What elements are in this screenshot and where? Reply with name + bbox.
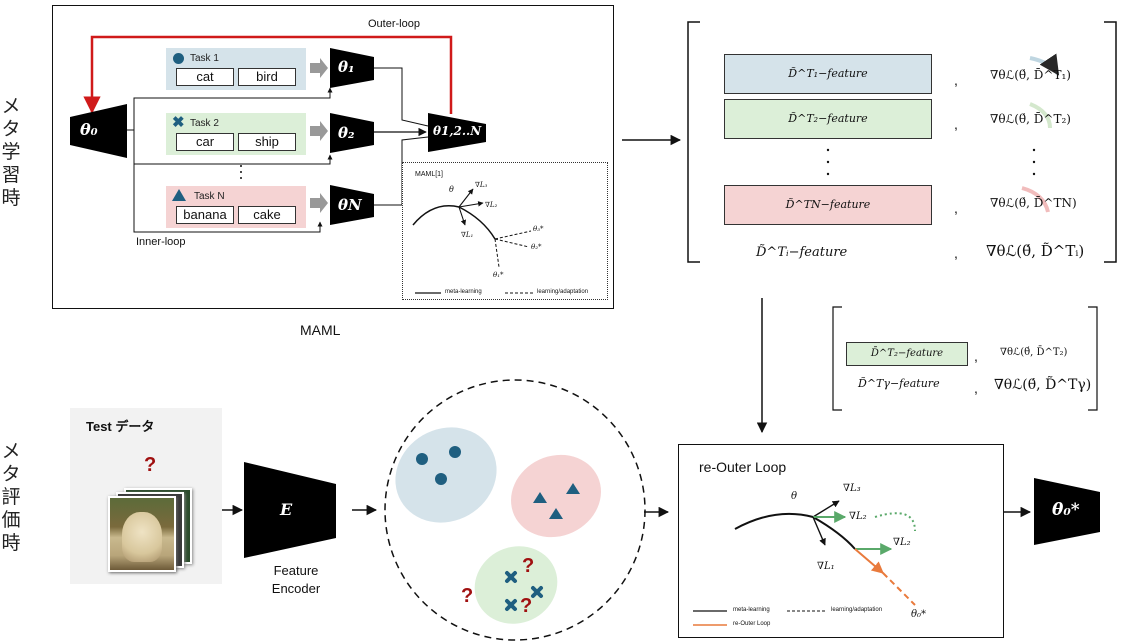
inset-plot bbox=[412, 188, 533, 294]
feature-row-general: D̃^Tᵢ−feature bbox=[756, 245, 848, 260]
re-outer-title: re-Outer Loop bbox=[699, 459, 787, 475]
feature-bracket-left bbox=[687, 21, 700, 263]
inset-title: MAML[1] bbox=[415, 171, 444, 178]
re-outer-target: θ₀* bbox=[911, 609, 927, 620]
maml-caption: MAML bbox=[300, 322, 341, 338]
task-n-chip-banana: banana bbox=[176, 206, 234, 224]
theta0-block bbox=[70, 104, 127, 158]
cluster-blue bbox=[395, 427, 497, 523]
re-outer-loop-panel: re-Outer Loop θ ∇L₃ ∇L₂ ∇L₁ ∇L₂ θ₀* meta… bbox=[678, 444, 1004, 638]
selected-bracket-left bbox=[832, 306, 842, 411]
selected-grad-1: ∇θℒ(θ́, D̄^T₂) bbox=[1000, 347, 1068, 358]
task-1-chip-cat: cat bbox=[176, 68, 234, 86]
feature-row-n: D̃^TN−feature bbox=[724, 185, 932, 225]
comma-1: , bbox=[954, 72, 958, 88]
comma-general: , bbox=[954, 245, 958, 261]
selected-feature-1: D̄^T₂−feature bbox=[846, 342, 968, 366]
theta1-block bbox=[330, 48, 374, 88]
task-1-box: Task 1 cat bird bbox=[166, 48, 306, 90]
question-mark-3: ? bbox=[461, 585, 473, 607]
feature-encoder-block bbox=[244, 462, 336, 558]
theta2-block bbox=[330, 113, 374, 153]
grad-row-2: ∇θℒ(θ́, D̄^T₂) bbox=[990, 112, 1071, 126]
cluster-circle bbox=[384, 379, 646, 641]
task-2-label: Task 2 bbox=[190, 118, 219, 129]
selected-feature-2: D̃^Tγ−feature bbox=[858, 377, 940, 390]
final-theta-block bbox=[1034, 478, 1100, 545]
selected-bracket-right bbox=[1088, 306, 1098, 411]
inset-theta: θ bbox=[449, 185, 454, 194]
triangle-marker-icon bbox=[172, 189, 186, 201]
inset-grad-3: ∇L₃ bbox=[475, 181, 488, 189]
comma-n: , bbox=[954, 200, 958, 216]
question-mark-1: ? bbox=[522, 555, 534, 577]
inner-loop-label: Inner-loop bbox=[136, 236, 186, 248]
final-theta-label: θ₀* bbox=[1052, 500, 1080, 520]
inset-target-2: θ₂* bbox=[531, 243, 542, 251]
theta-aggregate-label: θ1,2..N bbox=[433, 124, 482, 138]
outer-loop-label: Outer-loop bbox=[368, 18, 420, 30]
theta2-label: θ₂ bbox=[338, 124, 355, 142]
re-outer-grad-3: ∇L₃ bbox=[843, 483, 861, 494]
task-2-chip-ship: ship bbox=[238, 133, 296, 151]
thetaN-label: θN bbox=[338, 196, 362, 214]
grad-row-general: ∇θℒ(θ́, D̃^Tᵢ) bbox=[986, 242, 1085, 260]
task-2-chip-car: car bbox=[176, 133, 234, 151]
encoder-caption-2: Encoder bbox=[271, 581, 321, 596]
encoder-caption-1: Feature bbox=[273, 563, 319, 578]
test-question-mark: ? bbox=[144, 454, 157, 476]
cross-marker-icon: ✖ bbox=[172, 114, 185, 131]
inset-grad-2: ∇L₂ bbox=[485, 201, 498, 209]
outer-loop-arrow bbox=[83, 35, 453, 114]
meta-train-side-label: メタ学習時 bbox=[1, 95, 21, 209]
thetaN-block bbox=[330, 185, 374, 225]
inset-legend-solid: meta-learning bbox=[445, 289, 482, 295]
circle-marker-icon bbox=[173, 53, 184, 64]
task-n-label: Task N bbox=[194, 191, 225, 202]
test-data-panel: Test データ ? bbox=[70, 408, 222, 584]
task-2-box: ✖ Task 2 car ship bbox=[166, 113, 306, 155]
re-outer-grad-2b: ∇L₂ bbox=[893, 537, 911, 548]
task-n-chip-cake: cake bbox=[238, 206, 296, 224]
re-outer-theta: θ bbox=[791, 491, 798, 502]
grad-row-1: ∇θℒ(θ́, D̄^T₁) bbox=[990, 68, 1071, 82]
theta0-label: θ₀ bbox=[80, 120, 98, 139]
re-outer-legend-solid: meta-learning bbox=[733, 607, 770, 613]
maml-inset: MAML[1] θ ∇L₃ ∇L₂ ∇L₁ θ₃* θ₂* θ₁* meta-l… bbox=[402, 162, 608, 300]
feature-row-2: D̃^T₂−feature bbox=[724, 99, 932, 139]
meta-eval-side-label: メタ評価時 bbox=[1, 440, 21, 554]
feature-bracket-right bbox=[1104, 21, 1117, 263]
test-data-label: Test データ bbox=[86, 419, 155, 434]
theta1-label: θ₁ bbox=[338, 58, 355, 76]
re-outer-legend-dashed: learning/adaptation bbox=[831, 607, 883, 613]
task-1-chip-bird: bird bbox=[238, 68, 296, 86]
selected-grad-2: ∇θℒ(θ́, D̃^Tγ) bbox=[994, 377, 1092, 393]
selected-comma-2: , bbox=[974, 380, 978, 396]
feature-row-1: D̃^T₁−feature bbox=[724, 54, 932, 94]
cluster-pink bbox=[511, 454, 601, 538]
re-outer-legend-orange: re-Outer Loop bbox=[733, 621, 771, 627]
cluster-green bbox=[474, 546, 558, 624]
selected-comma-1: , bbox=[974, 348, 978, 364]
re-outer-plot bbox=[693, 500, 916, 626]
question-mark-2: ? bbox=[520, 595, 532, 617]
inset-target-1: θ₁* bbox=[493, 271, 504, 279]
encoder-symbol: E bbox=[280, 500, 293, 519]
grad-row-n: ∇θℒ(θ́, D̄^TN) bbox=[990, 196, 1077, 210]
inset-grad-1: ∇L₁ bbox=[461, 231, 474, 239]
theta-aggregate-block bbox=[428, 113, 486, 152]
dog-photo-image bbox=[108, 496, 176, 572]
task-n-box: Task N banana cake bbox=[166, 186, 306, 228]
task-1-label: Task 1 bbox=[190, 53, 219, 64]
inset-legend-dashed: learning/adaptation bbox=[537, 289, 589, 295]
re-outer-grad-2: ∇L₂ bbox=[849, 511, 867, 522]
re-outer-grad-1: ∇L₁ bbox=[817, 561, 835, 572]
comma-2: , bbox=[954, 116, 958, 132]
inset-target-3: θ₃* bbox=[533, 225, 544, 233]
